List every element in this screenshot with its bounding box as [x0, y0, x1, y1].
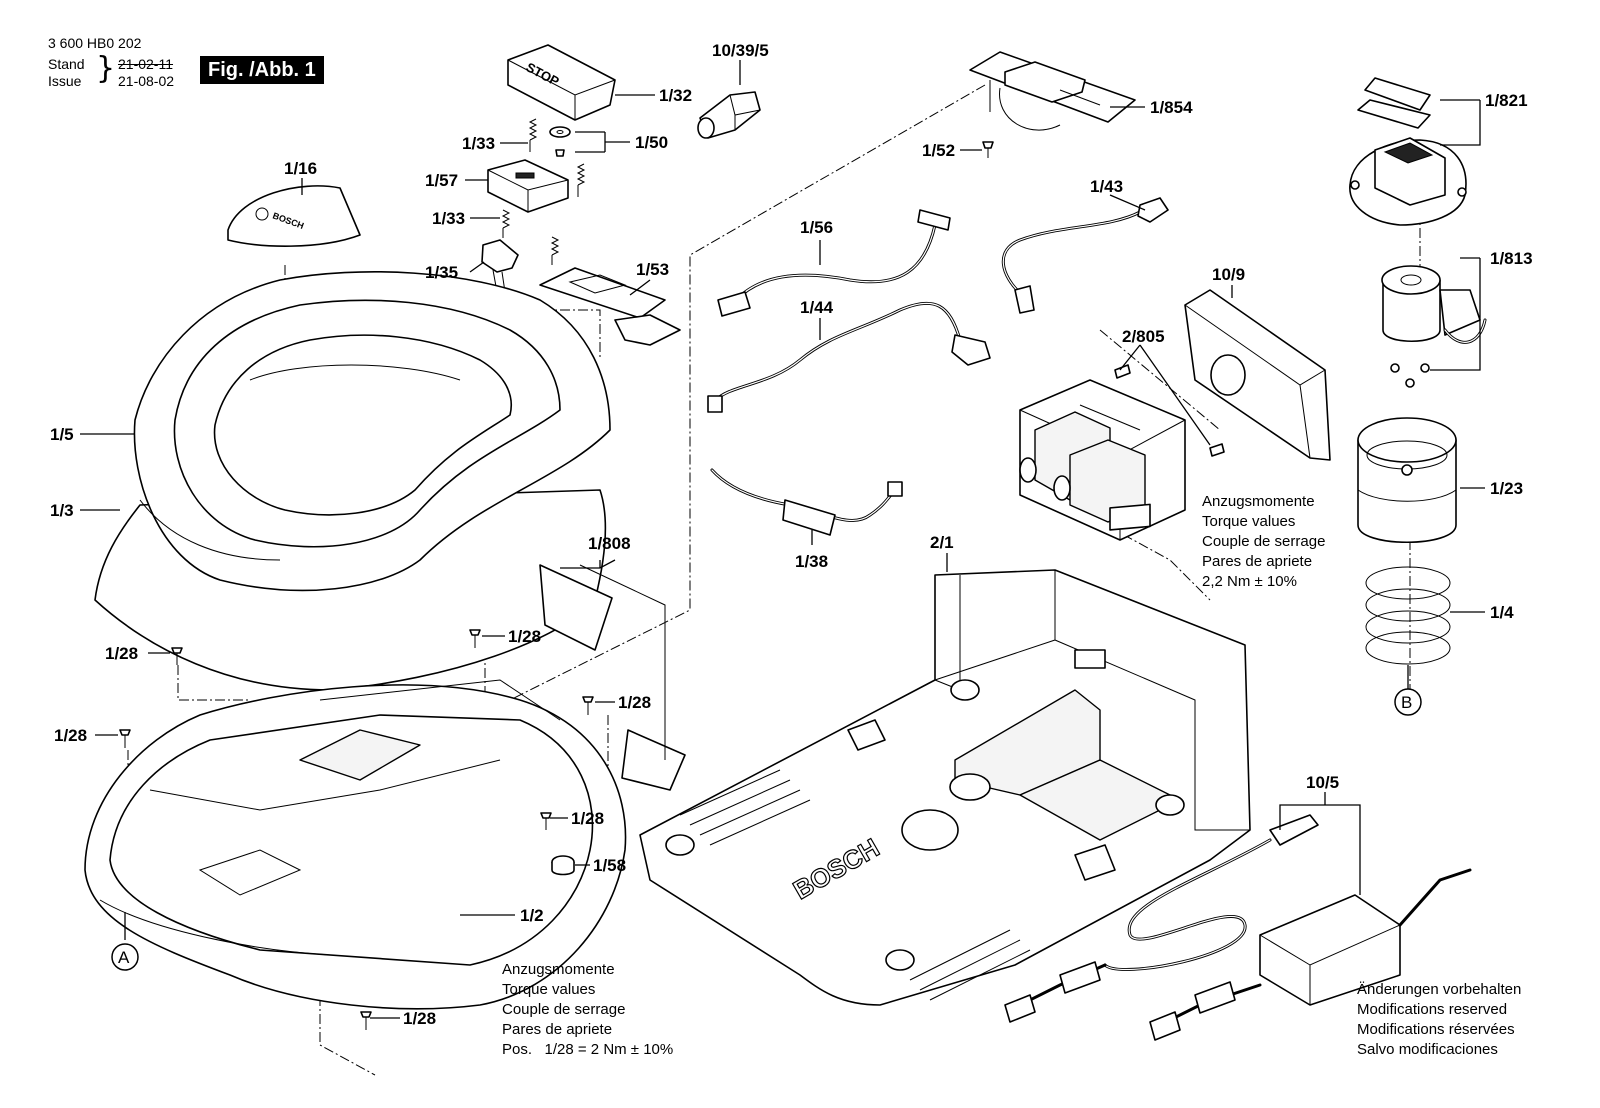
callout-10-5: 10/5: [1306, 773, 1339, 792]
torque-note-top-line1: Anzugsmomente: [1202, 493, 1315, 510]
part-1-53-display-panel: [539, 267, 681, 346]
circle-b-marker: B: [1401, 693, 1412, 712]
changes-note-line4: Salvo modificaciones: [1357, 1041, 1498, 1058]
document-number: 3 600 HB0 202: [48, 35, 142, 51]
torque-note-top-line3: Couple de serrage: [1202, 533, 1326, 550]
changes-note-line1: Änderungen vorbehalten: [1357, 981, 1522, 998]
callout-1-32: 1/32: [659, 86, 692, 105]
part-1-854-pcb: [969, 51, 1136, 131]
callout-1-23: 1/23: [1490, 479, 1523, 498]
callout-1-28-a: 1/28: [508, 627, 541, 646]
figure-label: Fig. /Abb. 1: [200, 56, 324, 84]
callout-1-28-c: 1/28: [618, 693, 651, 712]
part-1-43-cable: [1001, 197, 1169, 314]
callout-1-28-b: 1/28: [105, 644, 138, 663]
callout-2-1: 2/1: [930, 533, 954, 552]
callout-1-854: 1/854: [1150, 98, 1193, 117]
callout-1-52: 1/52: [922, 141, 955, 160]
part-1-32-stop-button: STOP: [507, 44, 616, 121]
callout-labels: 1/32 10/39/5 1/854 1/821 1/33 1/50 1/52 …: [50, 41, 1533, 1028]
part-1-5-upper-shell: [133, 271, 611, 592]
circle-a-marker: A: [118, 948, 130, 967]
torque-note-bottom-line5: Pos. 1/28 = 2 Nm ± 10%: [502, 1041, 674, 1058]
part-1-23-cylinder: [1357, 417, 1457, 544]
callout-1-808: 1/808: [588, 534, 631, 553]
torque-note-top-line5: 2,2 Nm ± 10%: [1202, 573, 1297, 590]
part-1-58-knob: [551, 855, 575, 876]
screw-f: [360, 1011, 372, 1030]
callout-1-53: 1/53: [636, 260, 669, 279]
callout-1-57: 1/57: [425, 171, 458, 190]
part-1-16-decal: BOSCH: [227, 185, 361, 247]
part-1-821-top-housing: [1349, 77, 1467, 226]
part-1-808-decals: [539, 564, 686, 791]
callout-1-4: 1/4: [1490, 603, 1514, 622]
part-1-44-cable: [707, 301, 991, 413]
callout-1-56: 1/56: [800, 218, 833, 237]
callout-1-821: 1/821: [1485, 91, 1528, 110]
torque-note-top: Anzugsmomente Torque values Couple de se…: [1202, 492, 1325, 592]
torque-note-bottom-line4: Pares de apriete: [502, 1021, 613, 1038]
callout-1-813: 1/813: [1490, 249, 1533, 268]
torque-note-top-line4: Pares de apriete: [1202, 553, 1313, 570]
screw-d: [582, 696, 594, 715]
brace-symbol: }: [96, 51, 116, 86]
callout-1-2: 1/2: [520, 906, 544, 925]
callout-2-805: 2/805: [1122, 327, 1165, 346]
part-1-2-lower-body: [84, 679, 627, 1010]
part-1-52-screw: [982, 141, 994, 158]
callout-1-38: 1/38: [795, 552, 828, 571]
part-1-813-motor: [1381, 265, 1487, 388]
callout-1-28-d: 1/28: [54, 726, 87, 745]
callout-10-39-5: 10/39/5: [712, 41, 769, 60]
changes-note-line2: Modifications reserved: [1357, 1001, 1508, 1018]
screw-c: [469, 629, 481, 648]
callout-1-28-e: 1/28: [571, 809, 604, 828]
part-1-38-sensor-cable: [710, 468, 903, 536]
part-1-33-springs: [501, 118, 586, 265]
part-1-56-cable: [717, 209, 951, 317]
leader-lines: [80, 60, 1485, 1019]
callout-1-33-a: 1/33: [462, 134, 495, 153]
torque-note-bottom-line2: Torque values: [502, 981, 596, 998]
screw-e: [540, 812, 552, 830]
callout-1-44: 1/44: [800, 298, 834, 317]
callout-1-43: 1/43: [1090, 177, 1123, 196]
callout-1-50: 1/50: [635, 133, 668, 152]
part-2-805-electronics-block: [1019, 364, 1225, 541]
part-1-28-screws: [119, 629, 594, 1030]
callout-1-5: 1/5: [50, 425, 74, 444]
part-1-57-switch-carrier: [487, 159, 569, 213]
part-1-50-washer-screw: [549, 126, 571, 157]
part-10-39-5-connector: [697, 91, 761, 139]
callout-1-35: 1/35: [425, 263, 458, 282]
callout-1-3: 1/3: [50, 501, 74, 520]
screw-a: [171, 647, 183, 665]
torque-note-bottom-line3: Couple de serrage: [502, 1001, 626, 1018]
callout-1-33-b: 1/33: [432, 209, 465, 228]
part-10-5-charger: [1004, 814, 1472, 1041]
torque-note-top-line2: Torque values: [1202, 513, 1296, 530]
part-10-9-mounting-plate: [1184, 289, 1331, 461]
callout-1-28-f: 1/28: [403, 1009, 436, 1028]
torque-note-bottom-line1: Anzugsmomente: [502, 961, 615, 978]
changes-note: Änderungen vorbehalten Modifications res…: [1357, 980, 1521, 1060]
part-2-1-chassis-base: BOSCH: [639, 503, 1251, 1006]
callout-10-9: 10/9: [1212, 265, 1245, 284]
callout-1-58: 1/58: [593, 856, 626, 875]
part-1-4-spring: [1365, 566, 1451, 665]
screw-b: [119, 729, 131, 748]
torque-note-bottom: Anzugsmomente Torque values Couple de se…: [502, 960, 673, 1060]
issue-label: Issue: [48, 73, 82, 89]
changes-note-line3: Modifications réservées: [1357, 1021, 1515, 1038]
old-date: 21-02-11: [118, 56, 174, 72]
callout-1-16: 1/16: [284, 159, 317, 178]
stand-label: Stand: [48, 56, 85, 72]
new-date: 21-08-02: [118, 73, 175, 89]
